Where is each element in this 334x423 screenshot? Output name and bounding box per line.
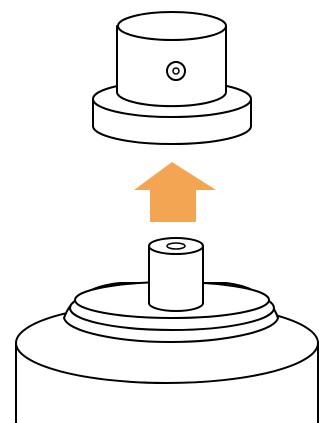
cap-cylinder-top bbox=[117, 11, 227, 41]
valve-stem-body bbox=[148, 245, 204, 312]
valve-stem bbox=[148, 237, 204, 312]
valve-stem-top bbox=[148, 237, 204, 255]
spray-orifice-icon bbox=[166, 61, 186, 81]
spray-nozzle-cap bbox=[92, 11, 252, 145]
spray-can-top bbox=[15, 237, 319, 423]
valve-stem-hole bbox=[166, 242, 186, 250]
arrow-up-icon bbox=[134, 162, 216, 222]
